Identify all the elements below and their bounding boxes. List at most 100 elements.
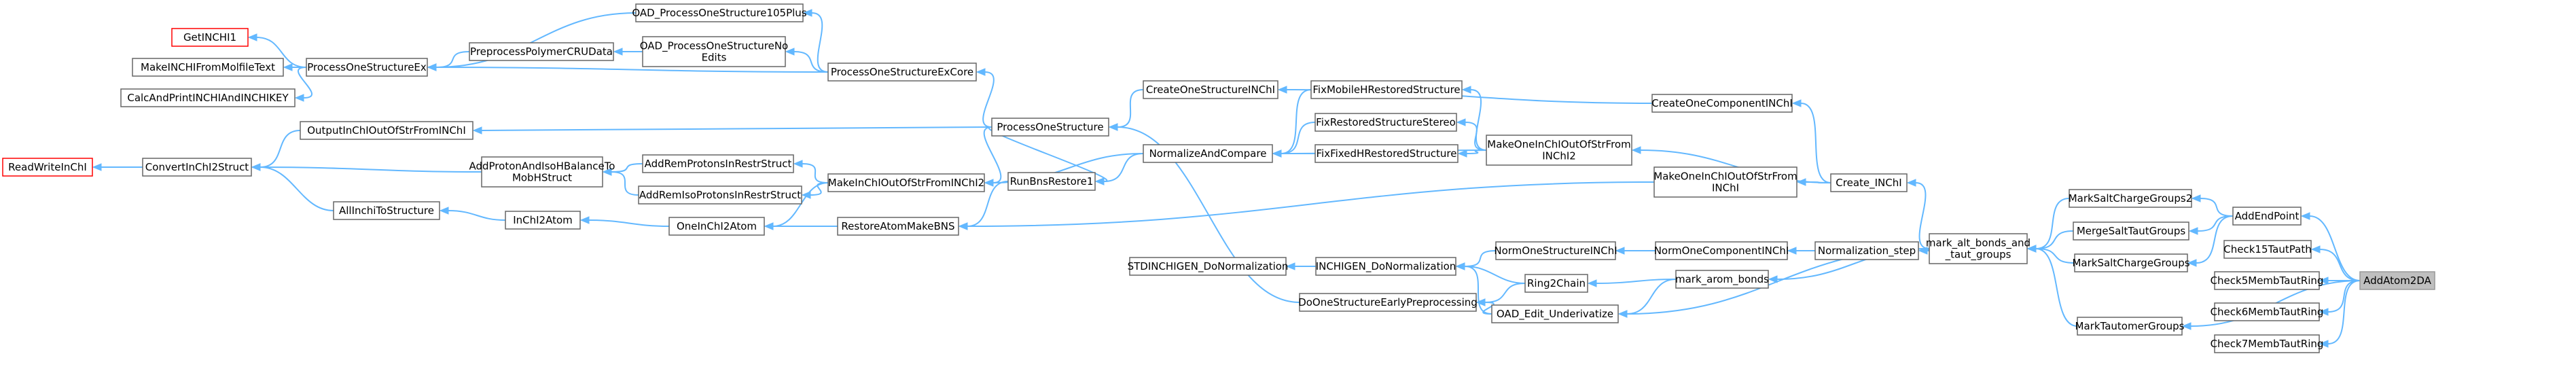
call-edge bbox=[1787, 247, 1815, 255]
edge-line bbox=[260, 166, 482, 173]
call-edge bbox=[1285, 262, 1316, 270]
node-norm-one-component-inch-i[interactable]: NormOneComponentINChI bbox=[1654, 241, 1789, 260]
edge-layer bbox=[92, 9, 2361, 348]
node-oad-edit-underivatize[interactable]: OAD_Edit_Underivatize bbox=[1491, 304, 1619, 323]
arrowhead-icon bbox=[1587, 279, 1597, 287]
arrowhead-icon bbox=[1108, 123, 1118, 131]
node-merge-salt-taut-groups[interactable]: MergeSaltTautGroups bbox=[2073, 221, 2189, 241]
node-run-bns-restore1[interactable]: RunBnsRestore1 bbox=[1007, 172, 1096, 191]
call-edge bbox=[2026, 245, 2078, 327]
edge-line bbox=[448, 210, 506, 221]
node-label: RunBnsRestore1 bbox=[1010, 175, 1094, 188]
node-label: NormalizeAndCompare bbox=[1149, 147, 1267, 160]
edge-line bbox=[1626, 279, 1677, 315]
call-edge bbox=[1587, 279, 1677, 287]
node-box bbox=[2232, 207, 2302, 226]
node-normalize-and-compare[interactable]: NormalizeAndCompare bbox=[1143, 144, 1273, 163]
node-box bbox=[1929, 233, 2028, 264]
node-make-inchifrom-molfile-text[interactable]: MakeINCHIFromMolfileText bbox=[132, 58, 284, 77]
node-preprocess-polymer-crudata[interactable]: PreprocessPolymerCRUData bbox=[469, 42, 614, 61]
node-layer: GetINCHI1MakeINCHIFromMolfileTextCalcAnd… bbox=[2, 3, 2435, 353]
node-fix-fixed-hrestored-structure[interactable]: FixFixedHRestoredStructure bbox=[1314, 144, 1459, 163]
node-add-end-point[interactable]: AddEndPoint bbox=[2232, 207, 2302, 226]
node-create-one-component-inch-i[interactable]: CreateOneComponentINChI bbox=[1651, 94, 1793, 113]
node-box bbox=[132, 58, 284, 77]
node-oad-process-one-structure105-plus[interactable]: OAD_ProcessOneStructure105Plus bbox=[632, 3, 807, 22]
node-label: FixRestoredStructureStereo bbox=[1316, 116, 1456, 128]
node-fix-restored-structure-stereo[interactable]: FixRestoredStructureStereo bbox=[1314, 113, 1457, 132]
call-edge bbox=[1272, 89, 1312, 158]
call-edge bbox=[427, 63, 829, 73]
edge-line bbox=[1117, 89, 1144, 128]
node-add-atom2-da[interactable]: AddAtom2DA bbox=[2359, 271, 2435, 290]
node-label: mark_alt_bonds_and bbox=[1926, 237, 2031, 250]
arrowhead-icon bbox=[1791, 99, 1802, 107]
node-box bbox=[2359, 271, 2435, 290]
node-box bbox=[1491, 304, 1619, 323]
node-all-inchi-to-structure[interactable]: AllInchiToStructure bbox=[333, 201, 440, 220]
call-edge bbox=[251, 163, 482, 173]
node-restore-atom-make-bns[interactable]: RestoreAtomMakeBNS bbox=[837, 217, 959, 236]
node-mark-arom-bonds[interactable]: mark_arom_bonds bbox=[1675, 270, 1769, 289]
node-calc-and-print-inchiand-inchikey[interactable]: CalcAndPrintINCHIAndINCHIKEY bbox=[120, 88, 296, 107]
node-inchigen-do-normalization[interactable]: INCHIGEN_DoNormalization bbox=[1315, 257, 1456, 276]
edge-line bbox=[2309, 215, 2361, 281]
node-check5-memb-taut-ring[interactable]: Check5MembTautRing bbox=[2211, 271, 2324, 290]
node-check15-taut-path[interactable]: Check15TautPath bbox=[2223, 240, 2312, 259]
node-in-ch-i2-atom[interactable]: InChI2Atom bbox=[505, 211, 581, 230]
arrowhead-icon bbox=[427, 63, 437, 71]
node-process-one-structure[interactable]: ProcessOneStructure bbox=[991, 118, 1109, 137]
node-add-rem-iso-protons-in-restr-struct[interactable]: AddRemIsoProtonsInRestrStruct bbox=[638, 185, 802, 205]
node-add-rem-protons-in-restr-struct[interactable]: AddRemProtonsInRestrStruct bbox=[642, 154, 794, 173]
node-box bbox=[1830, 173, 1908, 192]
node-box bbox=[2223, 240, 2312, 259]
node-process-one-structure-ex[interactable]: ProcessOneStructureEx bbox=[306, 58, 428, 77]
node-create-inch-i[interactable]: Create_INChI bbox=[1830, 173, 1908, 192]
call-edge bbox=[472, 126, 992, 135]
node-label: Ring2Chain bbox=[1527, 277, 1586, 289]
node-label: OutputInChIOutOfStrFromINChI bbox=[307, 124, 466, 137]
node-ring2-chain[interactable]: Ring2Chain bbox=[1524, 274, 1588, 293]
node-normalization-step[interactable]: Normalization_step bbox=[1814, 241, 1919, 260]
node-output-in-ch-iout-of-str-from-inch-i[interactable]: OutputInChIOutOfStrFromINChI bbox=[300, 121, 473, 140]
node-box bbox=[1143, 144, 1273, 163]
node-do-one-structure-early-preprocessing[interactable]: DoOneStructureEarlyPreprocessing bbox=[1298, 293, 1478, 312]
node-create-one-structure-inch-i[interactable]: CreateOneStructureINChI bbox=[1143, 80, 1278, 99]
call-edge bbox=[1475, 298, 1495, 315]
edge-line bbox=[1117, 126, 1300, 303]
node-process-one-structure-ex-core[interactable]: ProcessOneStructureExCore bbox=[827, 63, 977, 82]
node-convert-in-ch-i2-struct[interactable]: ConvertInChI2Struct bbox=[142, 158, 252, 177]
call-edge bbox=[1108, 89, 1144, 131]
node-norm-one-structure-inch-i[interactable]: NormOneStructureINChI bbox=[1494, 241, 1617, 260]
node-check6-memb-taut-ring[interactable]: Check6MembTautRing bbox=[2211, 302, 2324, 321]
node-mark-salt-charge-groups2[interactable]: MarkSaltChargeGroups2 bbox=[2069, 189, 2193, 208]
node-mark-tautomer-groups[interactable]: MarkTautomerGroups bbox=[2075, 317, 2185, 336]
edge-line bbox=[2327, 280, 2361, 313]
edge-line bbox=[982, 71, 995, 128]
node-read-write-in-ch-i[interactable]: ReadWriteInChI bbox=[2, 158, 93, 177]
call-edge bbox=[2319, 280, 2361, 348]
node-check7-memb-taut-ring[interactable]: Check7MembTautRing bbox=[2211, 334, 2324, 353]
arrowhead-icon bbox=[1475, 298, 1486, 306]
arrowhead-icon bbox=[976, 68, 986, 76]
node-mark-alt-bonds-and-taut-groups[interactable]: mark_alt_bonds_and_taut_groups bbox=[1926, 233, 2031, 264]
node-stdinchigen-do-normalization[interactable]: STDINCHIGEN_DoNormalization bbox=[1128, 257, 1289, 276]
node-get-inchi1[interactable]: GetINCHI1 bbox=[171, 28, 249, 47]
node-make-in-ch-iout-of-str-from-inch-i2[interactable]: MakeInChIOutOfStrFromINChI2 bbox=[827, 173, 985, 192]
call-edge bbox=[2188, 215, 2234, 235]
node-fix-mobile-hrestored-structure[interactable]: FixMobileHRestoredStructure bbox=[1310, 80, 1463, 99]
edge-line bbox=[988, 126, 1108, 182]
node-box bbox=[2214, 334, 2320, 353]
node-box bbox=[1655, 241, 1788, 260]
arrowhead-icon bbox=[1617, 310, 1628, 318]
call-edge bbox=[793, 160, 829, 183]
edge-line bbox=[1800, 103, 1831, 183]
edge-line bbox=[1464, 266, 1526, 284]
node-mark-salt-charge-groups[interactable]: MarkSaltChargeGroups bbox=[2072, 253, 2190, 272]
node-one-in-ch-i2-atom[interactable]: OneInChI2Atom bbox=[668, 217, 765, 236]
